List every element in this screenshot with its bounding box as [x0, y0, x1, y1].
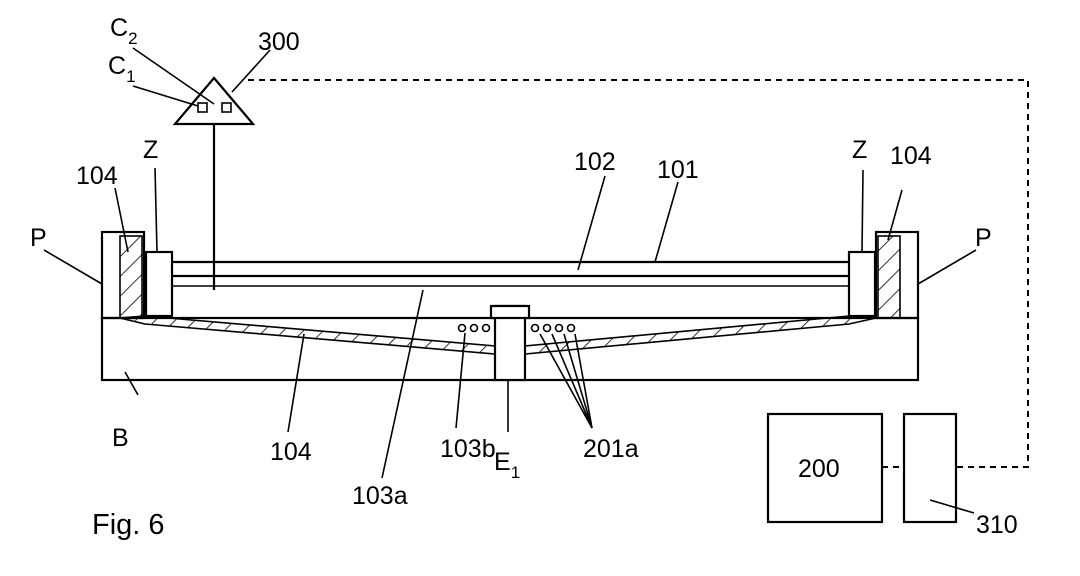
label-c2: C2 [110, 14, 138, 48]
label-chamber: 103a [352, 482, 408, 510]
label-controller: 200 [798, 455, 840, 483]
figure-caption: Fig. 6 [92, 509, 165, 541]
cover-layers [172, 260, 849, 287]
holes-right [530, 323, 576, 333]
label-sensor: 300 [258, 28, 300, 56]
label-wall-left: 104 [76, 162, 118, 190]
label-top-layer: 102 [574, 148, 616, 176]
dashed-link [248, 79, 1029, 468]
label-holes-left: 103b [440, 435, 496, 463]
left-wall [100, 230, 146, 320]
label-electrode: E1 [494, 448, 520, 482]
holes-left [457, 323, 491, 333]
electrode [489, 304, 531, 382]
left-spacer [144, 250, 174, 318]
label-base: B [112, 424, 129, 452]
label-p-left: P [30, 224, 47, 252]
bottom-liner [119, 315, 877, 355]
unit-box [902, 412, 958, 524]
sensor-triangle [172, 76, 256, 290]
label-wall-right: 104 [890, 142, 932, 170]
label-unit: 310 [976, 511, 1018, 539]
right-wall [874, 230, 920, 320]
label-p-right: P [975, 224, 992, 252]
controller-box [766, 412, 884, 524]
label-z-left: Z [143, 136, 158, 164]
label-z-right: Z [852, 136, 867, 164]
label-holes-right: 201a [583, 435, 639, 463]
right-spacer [847, 250, 877, 318]
leader-lines [43, 47, 977, 514]
label-c1: C1 [108, 52, 136, 86]
label-cover: 101 [657, 156, 699, 184]
labels: C2 C1 300 Z Z 104 104 102 101 P P B 104 … [30, 14, 1018, 541]
label-liner-bottom: 104 [270, 438, 312, 466]
